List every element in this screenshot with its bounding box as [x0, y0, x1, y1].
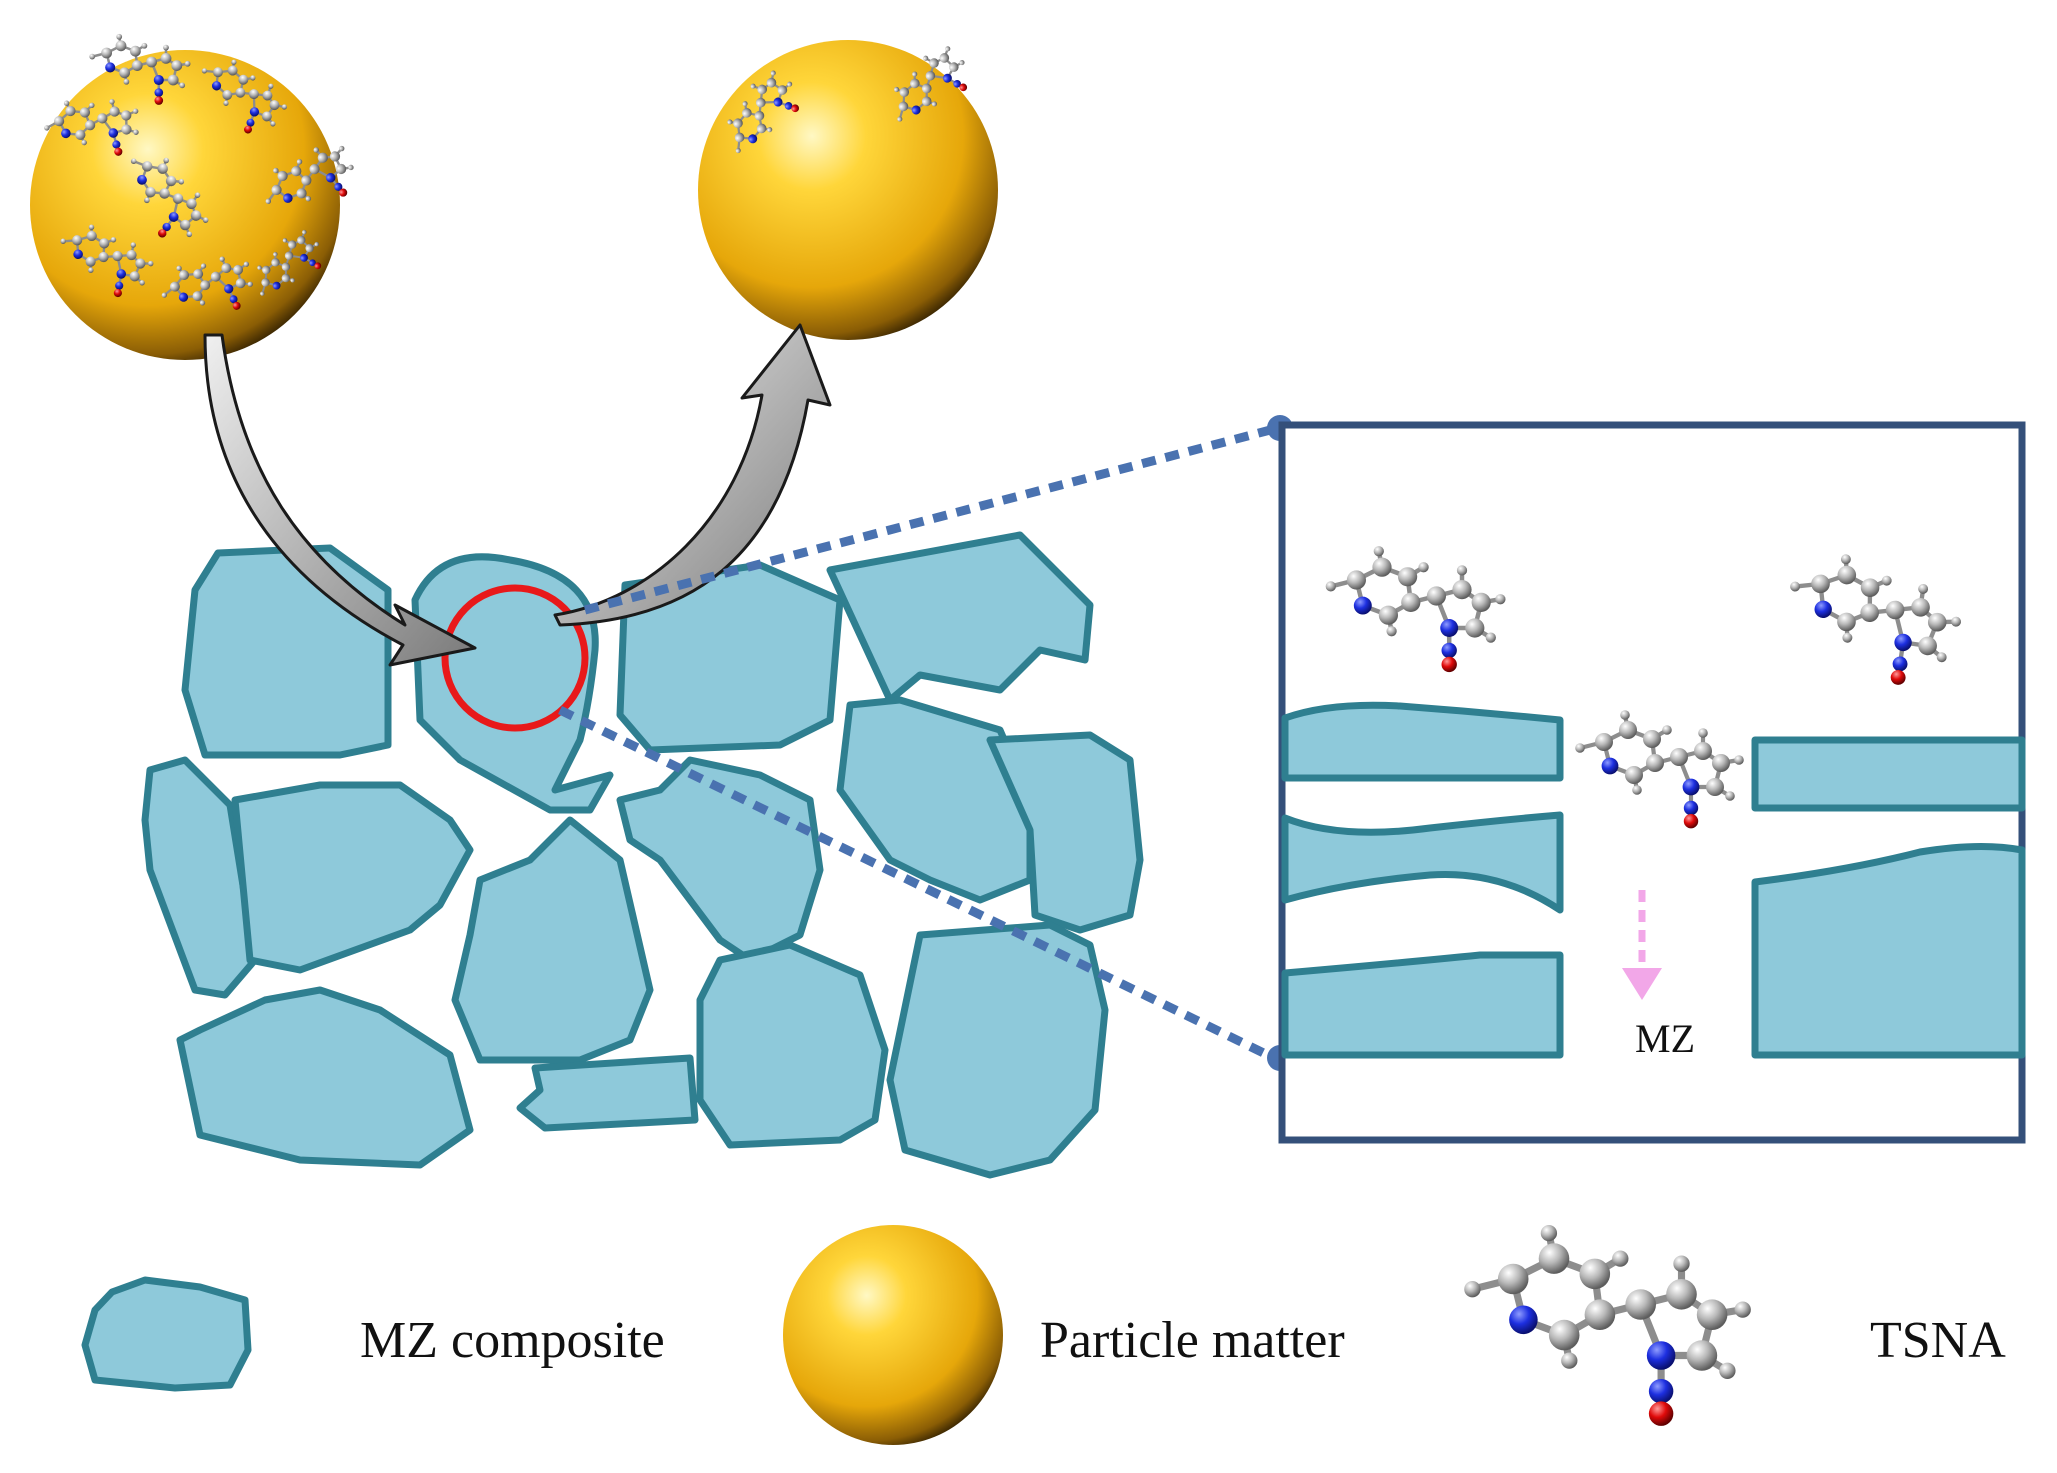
flow-out-arrow — [553, 323, 832, 627]
mz-grain — [696, 941, 889, 1149]
zoom-inset: MZ — [1278, 421, 2026, 1144]
mz-grain — [886, 921, 1109, 1179]
mz-grain — [616, 756, 824, 964]
gold-sphere-icon — [783, 1225, 1003, 1445]
legend-item-particle: Particle matter — [783, 1225, 1345, 1445]
mz-slab — [1751, 842, 2026, 1059]
legend-label-mz: MZ composite — [360, 1312, 665, 1369]
mz-grain — [141, 756, 259, 999]
mz-slab — [1281, 951, 1564, 1059]
legend: MZ composite Particle matter TSNA — [81, 1225, 2006, 1445]
molecule-icon — [1464, 1225, 1751, 1426]
mz-grain — [616, 561, 844, 754]
mz-composite-aggregate — [141, 531, 1144, 1179]
mz-slab — [1281, 701, 1564, 782]
diffusion-arrow — [1622, 890, 1662, 1000]
mz-grain — [516, 1054, 699, 1132]
mz-grain — [836, 696, 1034, 904]
particle-loaded — [30, 32, 370, 360]
legend-label-tsna: TSNA — [1870, 1312, 2006, 1369]
mz-grain — [826, 531, 1094, 704]
mz-grain — [451, 816, 654, 1064]
zoom-mz-label: MZ — [1635, 1016, 1695, 1061]
grain-shape-icon — [81, 1276, 252, 1392]
mz-grain — [231, 781, 474, 974]
zoom-connector-lines — [558, 423, 1280, 1065]
zoom-highlight-circle — [441, 584, 589, 732]
mz-grain — [181, 544, 392, 759]
mz-grain — [176, 986, 474, 1169]
flow-in-arrow — [203, 333, 477, 667]
legend-item-tsna: TSNA — [1464, 1225, 2006, 1426]
particle-filtered — [698, 32, 998, 340]
mz-grain — [986, 731, 1144, 934]
legend-label-particle: Particle matter — [1040, 1312, 1345, 1369]
mz-slab — [1281, 811, 1564, 914]
mz-slab — [1751, 736, 2026, 812]
legend-item-mz: MZ composite — [81, 1276, 665, 1392]
